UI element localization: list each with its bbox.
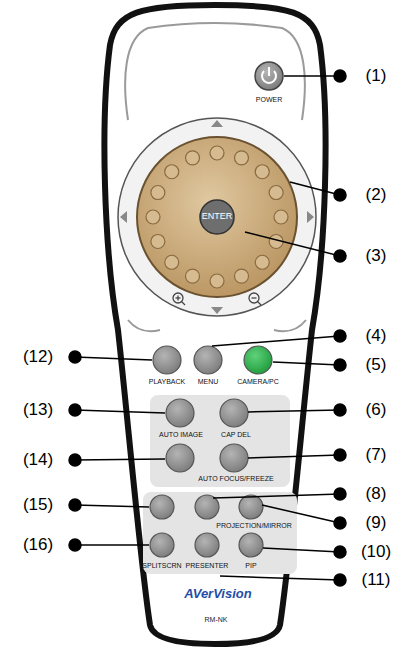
button-label: AUTO IMAGE — [159, 431, 203, 439]
dial — [137, 137, 297, 297]
button-panel — [150, 395, 290, 487]
button-panel — [143, 492, 297, 574]
model-name: RM-NK — [205, 616, 228, 624]
dial-ring — [118, 118, 316, 316]
arrow-marks — [120, 120, 314, 314]
lower-rim — [128, 320, 306, 331]
button-label: CAP DEL — [221, 431, 251, 439]
callout-number: (9) — [366, 514, 387, 533]
button-label: PIP — [245, 562, 256, 570]
handle-rim — [125, 23, 305, 120]
zoom-icons — [173, 293, 261, 305]
button-label: PROJECTION/MIRROR — [216, 522, 291, 530]
callout-number: (13) — [23, 401, 53, 420]
callout-number: (11) — [362, 571, 391, 590]
button-label: AUTO FOCUS/FREEZE — [198, 475, 273, 483]
callout-number: (10) — [361, 543, 391, 562]
callout-number: (15) — [23, 496, 53, 515]
leader-lines — [69, 70, 346, 586]
button-label: PRESENTER — [186, 562, 229, 570]
button-label: SPLITSCRN — [142, 562, 181, 570]
button-label: ENTER — [202, 212, 233, 222]
callout-number: (14) — [23, 451, 53, 470]
dial-dots — [146, 146, 288, 288]
power-button — [255, 62, 283, 90]
button-label: PLAYBACK — [149, 378, 185, 386]
callout-number: (8) — [366, 485, 387, 504]
button-label: MENU — [198, 378, 219, 386]
button-label: CAMERA/PC — [237, 378, 279, 386]
callout-number: (6) — [366, 401, 387, 420]
callout-number: (16) — [23, 536, 53, 555]
enter-button — [200, 200, 234, 234]
remote-body — [104, 5, 325, 644]
callout-number: (4) — [366, 327, 387, 346]
callout-number: (12) — [23, 348, 53, 367]
callout-number: (2) — [366, 186, 387, 205]
button-label: POWER — [256, 96, 282, 104]
power-icon — [268, 67, 270, 76]
callout-number: (1) — [366, 67, 387, 86]
callout-number: (3) — [366, 247, 387, 266]
callout-number: (7) — [366, 446, 387, 465]
brand-name: AVerVision — [184, 587, 251, 601]
callout-number: (5) — [366, 356, 387, 375]
